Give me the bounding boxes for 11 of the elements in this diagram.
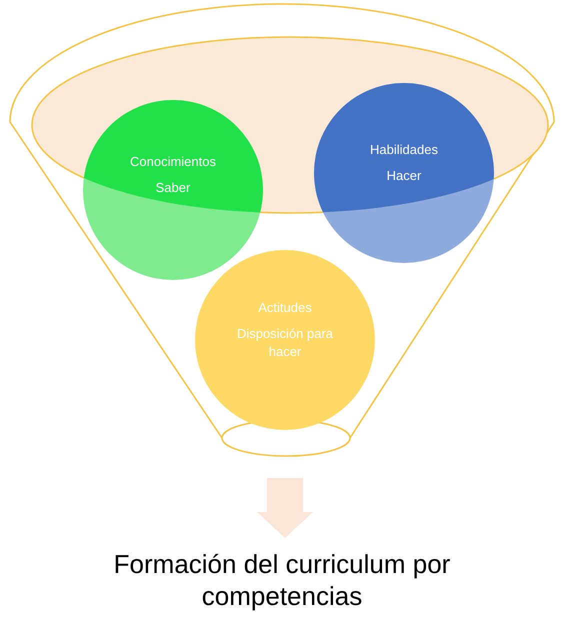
result-text: Formación del curriculum por competencias — [112, 548, 452, 612]
circle-label: Conocimientos — [130, 153, 216, 171]
block-arrow — [257, 478, 313, 538]
circle-label: Disposición para hacer — [236, 325, 334, 361]
circle-label: Saber — [156, 179, 190, 197]
skills-circle — [314, 83, 494, 263]
attitudes-circle — [195, 250, 375, 430]
circle-label: Actitudes — [258, 299, 312, 317]
knowledge-circle — [83, 100, 263, 280]
circle-label: Hacer — [386, 167, 422, 185]
circle-label: Habilidades — [370, 141, 438, 159]
